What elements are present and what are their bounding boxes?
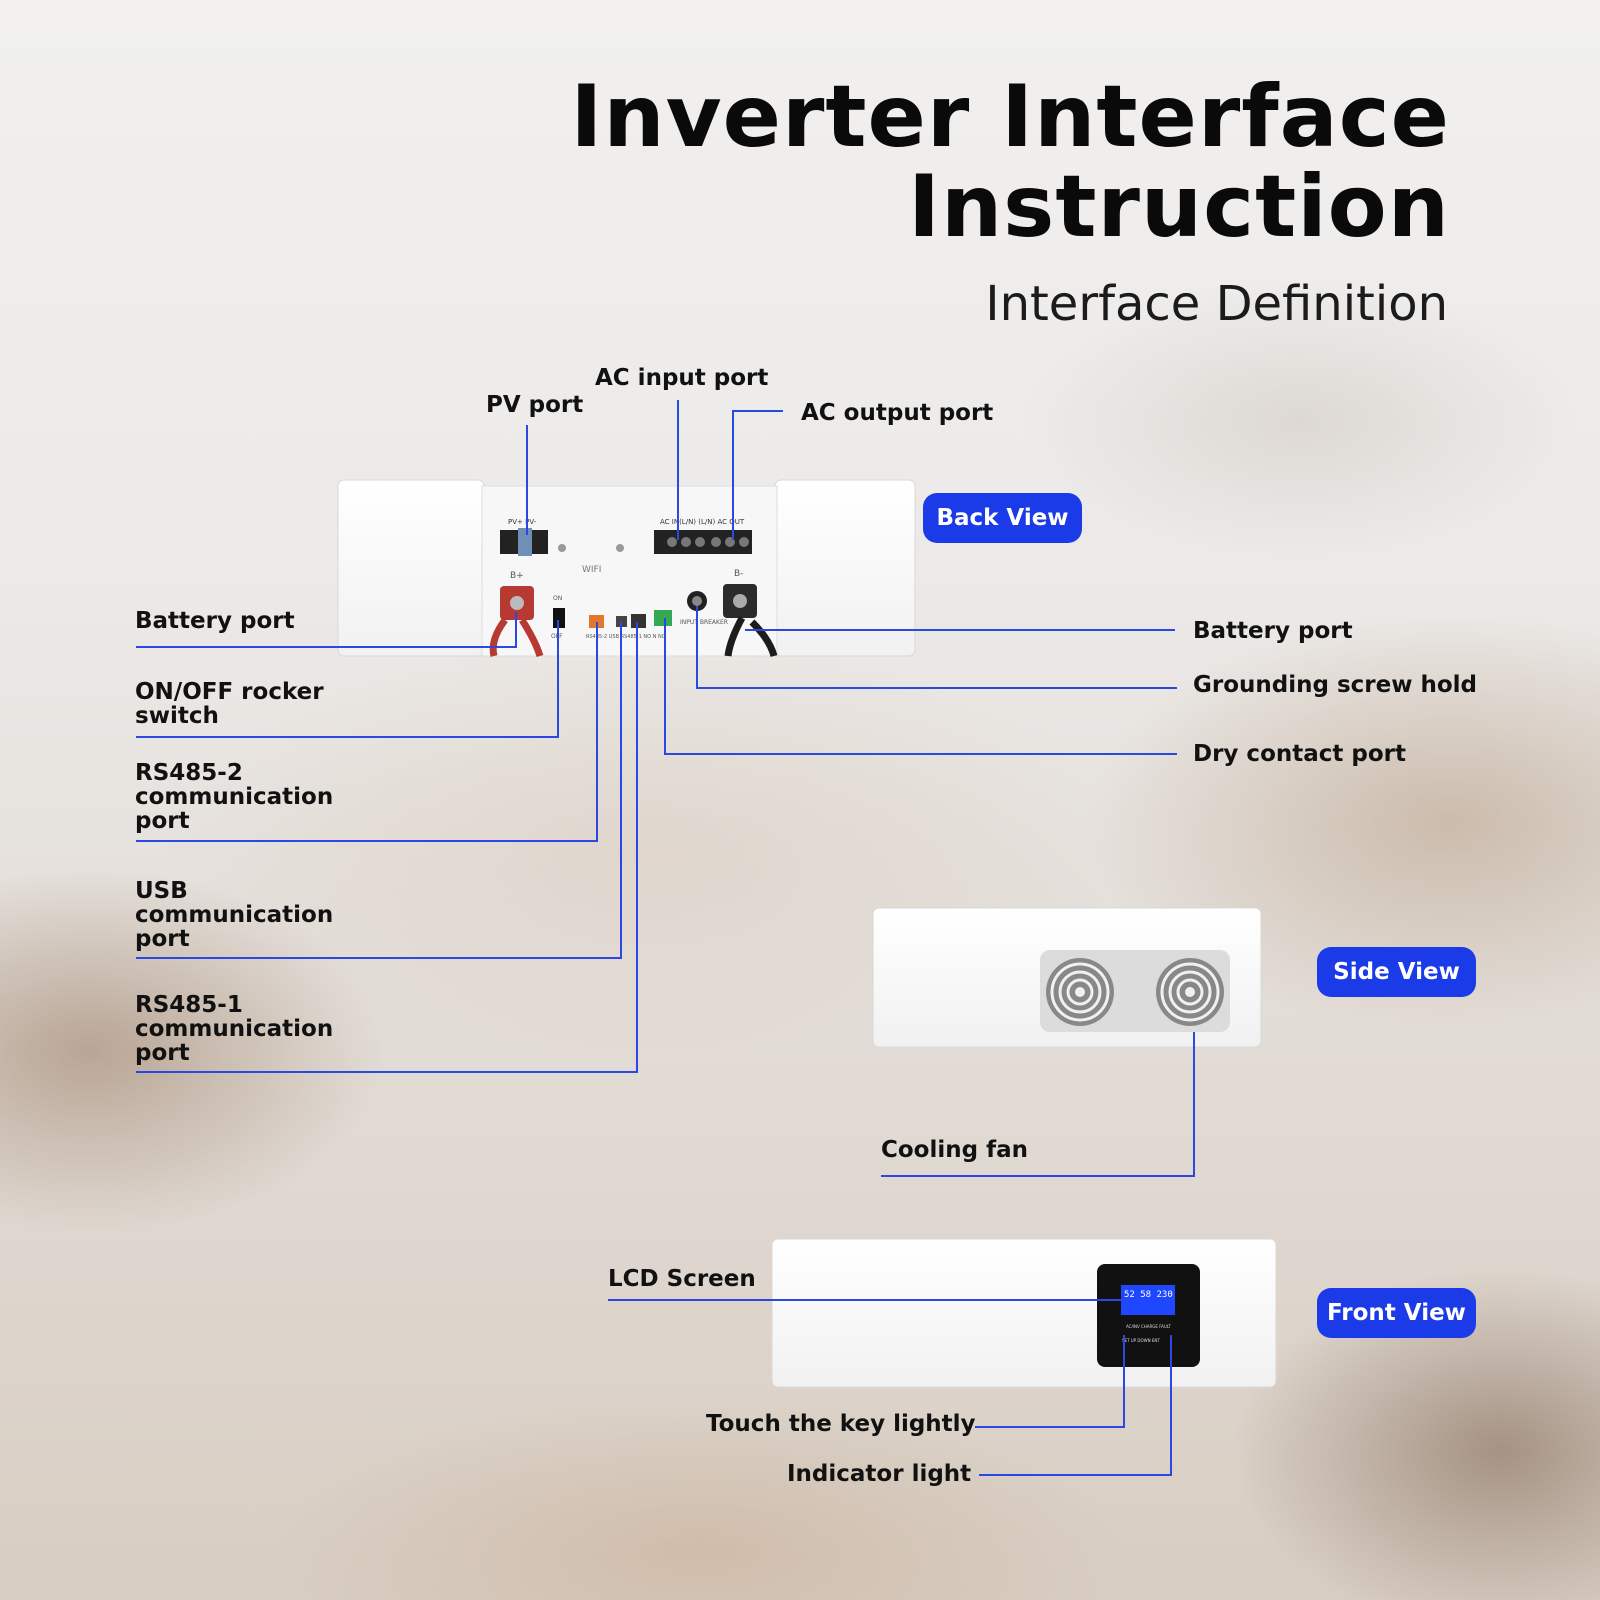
ac-marking: AC IN(L/N) (L/N) AC OUT (660, 518, 745, 526)
label-touch-key: Touch the key lightly (706, 1411, 976, 1437)
label-grounding-screw: Grounding screw hold (1193, 672, 1478, 698)
dry-contact-block (654, 610, 672, 626)
lcd-keys-marking: SET UP DOWN ENT (1122, 1338, 1160, 1343)
page-subtitle: Interface Definition (985, 276, 1448, 332)
label-dry-contact: Dry contact port (1193, 741, 1406, 767)
label-cooling-fan: Cooling fan (881, 1137, 1028, 1163)
back-view-badge: Back View (923, 493, 1082, 543)
leader-lines (136, 400, 1195, 1476)
front-view-device: 52 58 230 AC/INV CHARGE FAULT SET UP DOW… (771, 1238, 1277, 1388)
title-line-2: Instruction (907, 157, 1450, 257)
leader-grounding (696, 606, 1177, 689)
label-usb-port: USB communication port (135, 878, 334, 952)
usb-jack (616, 616, 627, 627)
label-on-off-switch: ON/OFF rocker switch (135, 679, 324, 729)
b-plus-marking: B+ (510, 571, 524, 581)
label-battery-port-left: Battery port (135, 608, 295, 634)
pv-marking: PV+ PV- (508, 518, 537, 526)
label-pv-port: PV port (486, 392, 584, 418)
lcd-indicator-marking: AC/INV CHARGE FAULT (1126, 1324, 1171, 1329)
front-view-badge: Front View (1317, 1288, 1476, 1338)
side-view-badge: Side View (1317, 947, 1476, 997)
side-view-device (872, 907, 1262, 1048)
leader-rs485-2 (136, 622, 598, 842)
title-line-1: Inverter Interface (570, 67, 1450, 167)
page-title: Inverter Interface Instruction (570, 72, 1450, 252)
label-lcd-screen: LCD Screen (608, 1266, 756, 1292)
rocker-switch (553, 608, 565, 628)
leader-rs485-1 (136, 622, 638, 1073)
leader-touch-key (975, 1335, 1125, 1428)
leader-rocker (136, 620, 559, 738)
breaker-marking: INPUT BREAKER (680, 619, 728, 626)
control-panel (1097, 1264, 1200, 1367)
fan-icon (1156, 958, 1224, 1026)
leader-usb (136, 622, 622, 959)
leader-indicator (979, 1335, 1172, 1476)
b-minus-marking: B- (734, 569, 743, 579)
leader-dry-contact (664, 618, 1177, 755)
on-marking: ON (553, 595, 562, 602)
ports-marking: RS485-2 USB RS485-1 NO N NC (586, 634, 666, 640)
back-view-device: PV+ PV- AC IN(L/N) (L/N) AC OUT WIFI B+ … (337, 479, 916, 658)
leader-cooling-fan (881, 1032, 1195, 1177)
label-rs485-1: RS485-1 communication port (135, 992, 334, 1066)
rs485-1-jack (631, 614, 646, 628)
label-indicator-light: Indicator light (787, 1461, 972, 1487)
ac-terminal-block (654, 530, 752, 554)
label-rs485-2: RS485-2 communication port (135, 760, 334, 834)
label-ac-output-port: AC output port (801, 400, 994, 426)
label-battery-port-right: Battery port (1193, 618, 1353, 644)
leader-battery-left (136, 612, 517, 648)
rs485-2-jack (589, 615, 604, 628)
label-ac-input-port: AC input port (595, 365, 769, 391)
wifi-marking: WIFI (582, 565, 601, 575)
lcd-readout: 52 58 230 (1124, 1290, 1173, 1300)
leader-ac-output (732, 410, 783, 540)
fan-icon (1046, 958, 1114, 1026)
